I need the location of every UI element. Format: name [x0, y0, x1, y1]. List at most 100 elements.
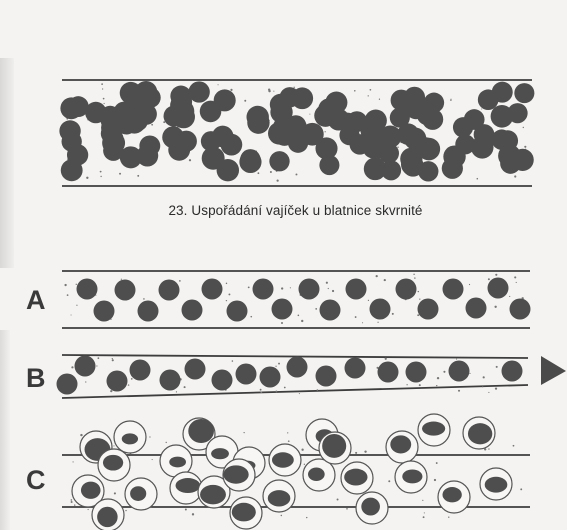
jelly-speck — [288, 440, 290, 442]
jelly-speck — [299, 393, 300, 394]
egg — [130, 360, 151, 381]
egg-strand-top — [59, 80, 534, 186]
egg — [185, 359, 206, 380]
egg — [272, 299, 293, 320]
egg — [253, 279, 274, 300]
jelly-speck — [364, 450, 366, 452]
jelly-speck — [483, 376, 485, 378]
jelly-speck — [72, 461, 73, 462]
jelly-speck — [385, 358, 387, 360]
egg — [236, 364, 257, 385]
embryo — [442, 487, 461, 502]
jelly-speck — [513, 445, 515, 447]
jelly-speck — [523, 127, 524, 128]
jelly-speck — [76, 284, 77, 285]
egg — [350, 134, 371, 155]
jelly-speck — [163, 121, 165, 123]
jelly-speck — [495, 274, 497, 276]
embryo — [485, 477, 508, 493]
jelly-speck — [284, 387, 286, 389]
egg — [94, 301, 115, 322]
egg — [474, 124, 495, 145]
jelly-speck — [325, 131, 326, 132]
jelly-speck — [417, 314, 419, 316]
jelly-speck — [260, 389, 262, 391]
jelly-speck — [104, 103, 105, 104]
egg — [182, 300, 203, 321]
egg — [212, 370, 233, 391]
jelly-speck — [131, 378, 133, 380]
egg — [170, 95, 190, 115]
embryo — [176, 478, 201, 493]
jelly-speck — [103, 98, 105, 100]
embryo — [122, 433, 138, 444]
egg — [514, 83, 534, 103]
jelly-speck — [326, 282, 328, 284]
jelly-speck — [128, 384, 129, 385]
jelly-speck — [112, 359, 114, 361]
egg — [75, 356, 96, 377]
jelly-speck — [218, 84, 219, 85]
egg — [466, 298, 487, 319]
jelly-speck — [273, 91, 274, 92]
egg — [370, 299, 391, 320]
embryo — [211, 448, 229, 459]
jelly-speck — [301, 449, 303, 451]
jelly-speck — [355, 316, 357, 318]
egg — [320, 300, 341, 321]
embryo — [322, 434, 346, 458]
jelly-speck — [368, 95, 369, 96]
jelly-speck — [413, 274, 414, 275]
egg — [406, 362, 427, 383]
jelly-speck — [370, 89, 372, 91]
egg — [227, 301, 248, 322]
jelly-speck — [110, 390, 112, 392]
jelly-speck — [443, 371, 445, 373]
jelly-speck — [290, 287, 291, 288]
jelly-speck — [477, 178, 479, 180]
jelly-speck — [434, 479, 436, 481]
embryo — [81, 482, 101, 499]
jelly-speck — [419, 384, 421, 386]
jelly-speck — [192, 513, 194, 515]
egg — [396, 279, 417, 300]
egg — [478, 89, 499, 110]
egg — [239, 151, 261, 173]
egg — [57, 374, 78, 395]
jelly-speck — [244, 100, 246, 102]
embryo — [468, 423, 492, 444]
egg — [139, 135, 160, 156]
jelly-speck — [418, 291, 419, 292]
embryo — [422, 422, 445, 436]
jelly-speck — [257, 172, 259, 174]
egg — [162, 126, 184, 148]
egg — [221, 134, 243, 156]
jelly-speck — [436, 385, 437, 386]
egg-strand-a — [62, 271, 531, 328]
jelly-speck — [281, 287, 283, 289]
embryo — [268, 490, 291, 506]
egg — [273, 124, 295, 146]
jelly-speck — [317, 389, 319, 391]
jelly-speck — [226, 300, 227, 301]
jelly-speck — [469, 373, 470, 374]
jelly-speck — [268, 89, 270, 91]
embryo — [232, 503, 256, 522]
egg — [160, 370, 181, 391]
jelly-speck — [64, 284, 66, 286]
jelly-speck — [277, 180, 279, 182]
embryo — [169, 457, 186, 468]
egg — [269, 151, 289, 171]
jelly-speck — [496, 366, 498, 368]
egg — [202, 147, 225, 170]
jelly-speck — [362, 322, 363, 323]
jelly-speck — [306, 517, 307, 518]
jelly-speck — [113, 445, 114, 446]
jelly-speck — [368, 300, 369, 301]
jelly-speck — [355, 452, 357, 454]
jelly-speck — [516, 282, 517, 283]
jelly-speck — [74, 504, 75, 505]
egg — [280, 87, 300, 107]
jelly-speck — [112, 358, 113, 359]
